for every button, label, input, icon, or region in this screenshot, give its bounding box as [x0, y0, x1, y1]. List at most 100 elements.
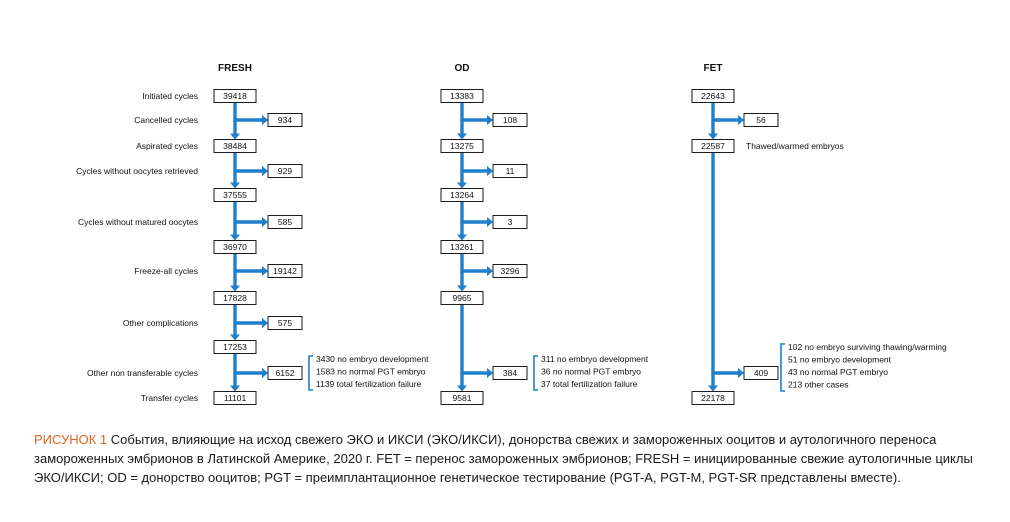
fresh-box-2-rect — [213, 139, 257, 153]
od-arrow-2-head — [487, 166, 493, 176]
fresh-arrow-5 — [233, 304, 263, 325]
od-box-4-rect — [440, 240, 484, 254]
fresh-box-3-label: 37555 — [223, 190, 247, 200]
fet-note-4: 213 other cases — [788, 380, 848, 390]
fet-box-1-rect — [691, 89, 735, 103]
fresh-side-box-2: 929 — [267, 164, 303, 178]
fet-side-box-1-label: 56 — [756, 115, 766, 125]
fresh-box-4: 36970 — [213, 240, 257, 254]
od-note-1: 311 no embryo development — [541, 354, 649, 364]
od-side-box-5-label: 384 — [503, 368, 517, 378]
caption-text: События, влияющие на исход свежего ЭКО и… — [34, 432, 973, 485]
fet-header: FET — [704, 63, 723, 74]
od-box-3: 13264 — [440, 188, 484, 202]
od-box-6-label: 9581 — [453, 393, 472, 403]
fresh-box-7: 11101 — [213, 391, 257, 405]
fet-down-1-head — [708, 133, 718, 140]
od-arrow-3 — [460, 201, 488, 224]
fet-box-3-rect — [691, 391, 735, 405]
fresh-side-box-2-label: 929 — [278, 166, 292, 176]
fresh-side-box-3-rect — [267, 215, 303, 229]
fresh-box-6-rect — [213, 340, 257, 354]
row-label-1: Initiated cycles — [142, 91, 198, 101]
fet-side-box-2: 409 — [743, 366, 779, 380]
od-side-box-3: 3 — [492, 215, 528, 229]
od-side-box-3-rect — [492, 215, 528, 229]
fresh-side-box-4: 19142 — [267, 264, 303, 278]
fresh-box-3: 37555 — [213, 188, 257, 202]
fresh-side-box-5-label: 575 — [278, 318, 292, 328]
caption-lead: РИСУНОК 1 — [34, 432, 108, 447]
fresh-box-1-label: 39418 — [223, 91, 247, 101]
od-notes-bracket — [533, 355, 538, 391]
fet-box-3-label: 22178 — [701, 393, 725, 403]
fresh-side-box-4-rect — [267, 264, 303, 278]
fresh-side-box-6: 6152 — [267, 366, 303, 380]
fet-box-2-rect — [691, 139, 735, 153]
od-arrow-5-head — [487, 368, 493, 378]
fresh-down-1-head — [230, 133, 240, 140]
od-box-4: 13261 — [440, 240, 484, 254]
fresh-side-box-3-label: 585 — [278, 217, 292, 227]
od-box-4-label: 13261 — [450, 242, 474, 252]
fresh-side-box-5-rect — [267, 316, 303, 330]
od-box-6: 9581 — [440, 391, 484, 405]
od-arrow-1 — [460, 102, 488, 122]
fresh-down-3-head — [230, 234, 240, 241]
fresh-box-1: 39418 — [213, 89, 257, 103]
fet-box-3: 22178 — [691, 391, 735, 405]
fet-box-2: 22587 — [691, 139, 735, 153]
fet-box-1: 22643 — [691, 89, 735, 103]
row-label-4: Cycles without oocytes retrieved — [76, 166, 198, 176]
fresh-side-box-1-rect — [267, 113, 303, 127]
od-note-3: 37 total fertilization failure — [541, 379, 638, 389]
od-side-box-4-rect — [492, 264, 528, 278]
fresh-down-2-head — [230, 182, 240, 189]
fet-side-box-2-label: 409 — [754, 368, 768, 378]
od-side-box-1-rect — [492, 113, 528, 127]
fresh-box-5: 17828 — [213, 291, 257, 305]
od-down-3-head — [457, 234, 467, 241]
fresh-note-2: 1583 no normal PGT embryo — [316, 367, 426, 377]
od-side-box-2-rect — [492, 164, 528, 178]
od-box-2-label: 13275 — [450, 141, 474, 151]
od-side-box-1: 108 — [492, 113, 528, 127]
fresh-arrow-4 — [233, 253, 263, 273]
od-side-box-4: 3296 — [492, 264, 528, 278]
od-side-box-4-label: 3296 — [501, 266, 520, 276]
fresh-box-2-label: 38484 — [223, 141, 247, 151]
od-side-box-1-label: 108 — [503, 115, 517, 125]
fresh-side-box-5: 575 — [267, 316, 303, 330]
fet-arrow-1 — [711, 102, 739, 122]
fet-notes-bracket — [780, 343, 785, 392]
fresh-arrow-5-head — [262, 318, 268, 328]
fresh-box-6-label: 17253 — [223, 342, 247, 352]
arrows-layer — [230, 102, 785, 392]
fresh-box-5-label: 17828 — [223, 293, 247, 303]
figure-caption: РИСУНОК 1 События, влияющие на исход све… — [34, 430, 984, 487]
fresh-arrow-6 — [233, 353, 263, 375]
od-box-3-label: 13264 — [450, 190, 474, 200]
fresh-arrow-2 — [233, 152, 263, 173]
od-arrow-4 — [460, 253, 488, 273]
row-label-3: Aspirated cycles — [136, 141, 198, 151]
od-header: OD — [455, 63, 470, 74]
fresh-box-2: 38484 — [213, 139, 257, 153]
row-label-8: Other non transferable cycles — [87, 368, 198, 378]
fresh-arrow-3-head — [262, 217, 268, 227]
fresh-side-box-4-label: 19142 — [273, 266, 297, 276]
od-box-1-label: 13383 — [450, 91, 474, 101]
fet-note-3: 43 no normal PGT embryo — [788, 367, 888, 377]
fresh-side-box-3: 585 — [267, 215, 303, 229]
od-side-box-2-label: 11 — [506, 166, 515, 176]
fresh-box-7-label: 11101 — [224, 393, 247, 403]
fresh-down-5-head — [230, 334, 240, 341]
fresh-box-4-label: 36970 — [223, 242, 247, 252]
fet-arrow-1-head — [738, 115, 744, 125]
od-down-2-head — [457, 182, 467, 189]
od-down-5-head — [457, 385, 467, 392]
fet-side-box-1-rect — [743, 113, 779, 127]
fresh-arrow-2-head — [262, 166, 268, 176]
